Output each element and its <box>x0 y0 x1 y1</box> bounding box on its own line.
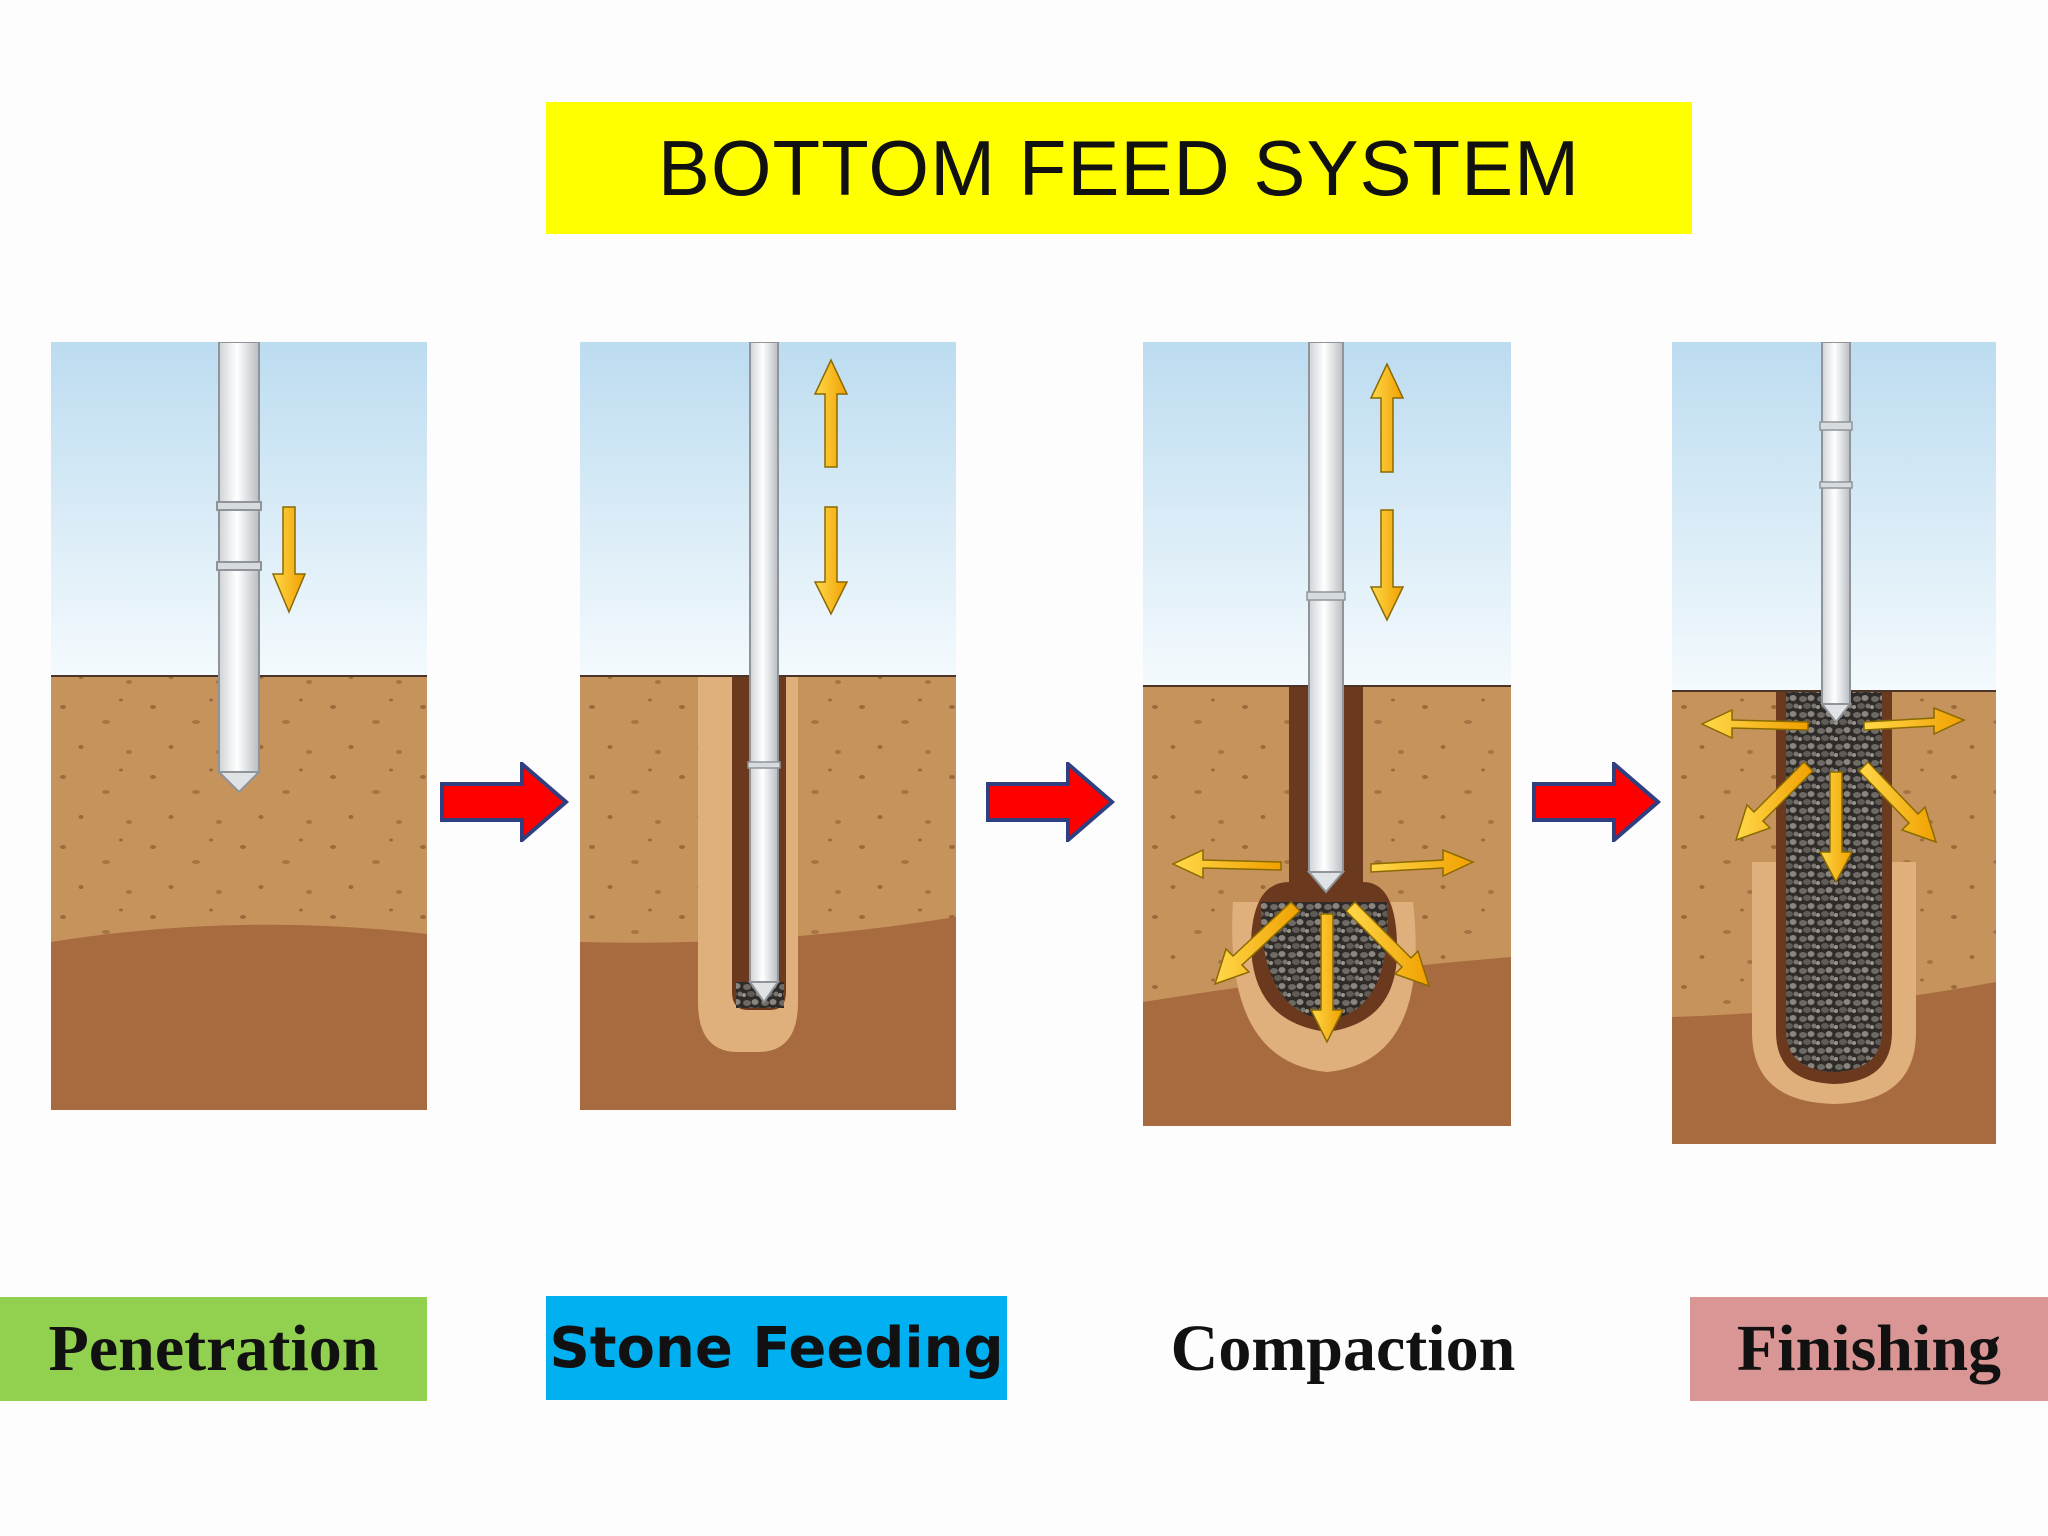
step-label-penetration: Penetration <box>0 1297 427 1401</box>
step-label-compaction: Compaction <box>1143 1297 1543 1401</box>
penetration-panel <box>51 342 427 1110</box>
penetration-illustration <box>51 342 427 1110</box>
finishing-illustration <box>1672 342 1996 1144</box>
red-right-arrow <box>440 762 570 842</box>
compaction-illustration <box>1143 342 1511 1126</box>
expansion-arrows <box>1700 706 1966 884</box>
probe-tool <box>1819 342 1853 724</box>
step-label-text: Stone Feeding <box>549 1315 1004 1381</box>
step-label-stone-feeding: Stone Feeding <box>546 1296 1007 1400</box>
step-label-text: Finishing <box>1736 1312 2002 1385</box>
down-arrow <box>271 506 307 614</box>
compaction-panel <box>1143 342 1511 1126</box>
step-label-text: Compaction <box>1170 1312 1516 1385</box>
step-label-finishing: Finishing <box>1690 1297 2048 1401</box>
expansion-arrows <box>1171 848 1475 1044</box>
red-right-arrow <box>1532 762 1662 842</box>
stone-feeding-illustration <box>580 342 956 1110</box>
diagram-title: BOTTOM FEED SYSTEM <box>657 123 1581 212</box>
up-down-arrows <box>813 358 849 616</box>
red-right-arrow <box>986 762 1116 842</box>
probe-tool <box>1306 342 1346 894</box>
step-label-text: Penetration <box>48 1312 379 1385</box>
probe-tool <box>216 342 262 794</box>
stone-feeding-panel <box>580 342 956 1110</box>
probe-tool <box>747 342 781 1004</box>
title-banner: BOTTOM FEED SYSTEM <box>546 102 1692 234</box>
finishing-panel <box>1672 342 1996 1144</box>
up-down-arrows <box>1369 362 1405 622</box>
